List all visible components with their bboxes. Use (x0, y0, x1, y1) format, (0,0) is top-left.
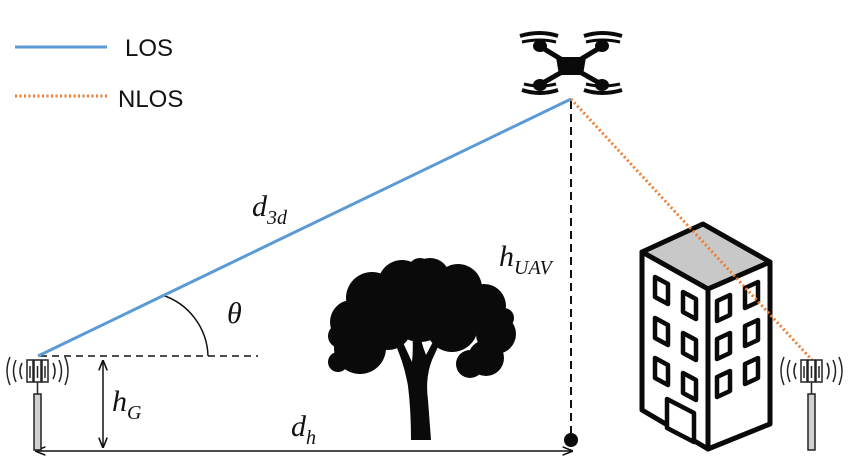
label-hg-main: h (112, 385, 127, 418)
label-dh-main: d (291, 410, 307, 443)
right-ground-station (780, 356, 843, 451)
los-link (37, 97, 572, 358)
elevation-angle-arc (161, 294, 209, 357)
label-d3d: d3d (252, 190, 288, 229)
label-theta: θ (227, 297, 242, 330)
label-huav-main: h (499, 240, 514, 273)
label-dh-sub: h (306, 427, 316, 449)
office-building-icon (639, 221, 773, 452)
label-huav: hUAV (499, 240, 555, 279)
legend-los-label: LOS (125, 35, 173, 62)
legend: LOS NLOS (15, 35, 183, 113)
label-dh: dh (291, 410, 316, 449)
label-huav-sub: UAV (514, 257, 555, 279)
cell-tower-antenna-icon (780, 356, 843, 451)
left-ground-station (6, 356, 69, 451)
label-d3d-main: d (252, 190, 268, 223)
quadcopter-drone-icon (519, 31, 623, 95)
tree-silhouette-icon (328, 258, 516, 440)
label-hg: hG (112, 385, 142, 424)
nlos-link (569, 97, 814, 362)
cell-tower-antenna-icon (6, 356, 69, 451)
label-hg-sub: G (127, 402, 142, 424)
building-windows (652, 274, 761, 445)
legend-nlos-label: NLOS (118, 86, 183, 113)
label-d3d-sub: 3d (266, 207, 288, 229)
ground-point-marker (564, 433, 578, 447)
